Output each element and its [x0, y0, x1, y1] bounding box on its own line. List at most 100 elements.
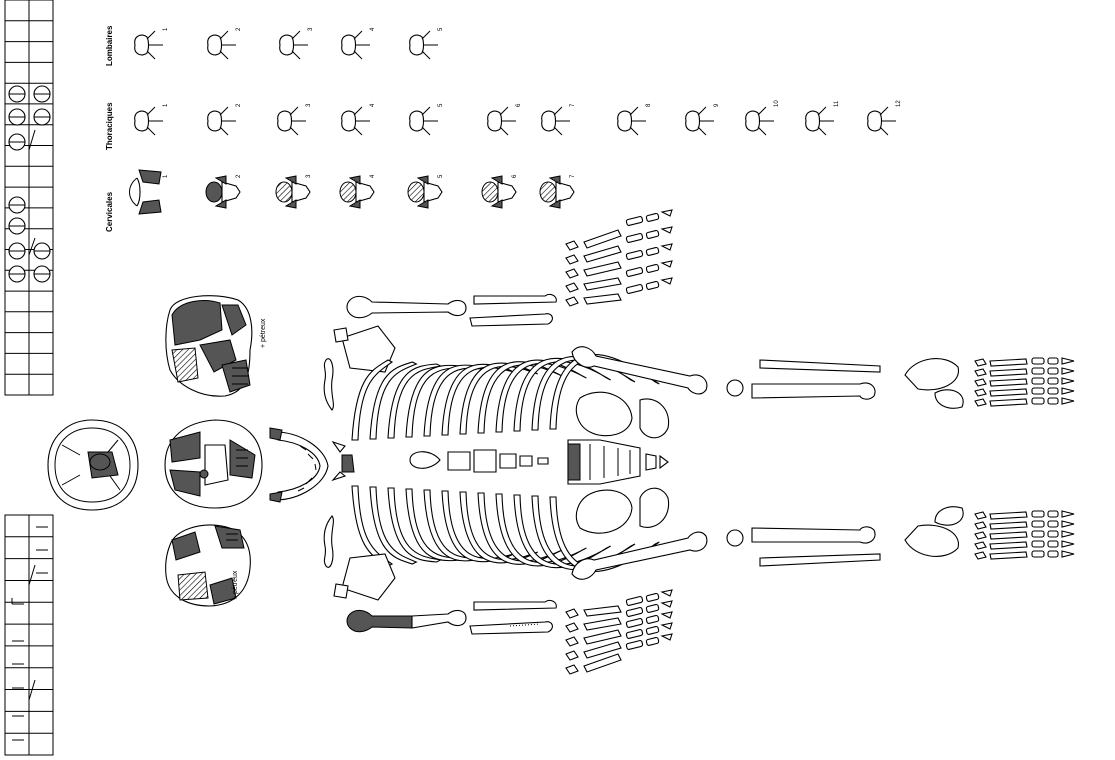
distal-phalanx [1062, 551, 1074, 557]
middle-phalanx [646, 593, 659, 602]
proximal-phalanx [1032, 521, 1044, 527]
thoracic-vertebra-9: 9 [686, 103, 720, 135]
middle-phalanx [1048, 511, 1058, 517]
distal-phalanx [662, 601, 672, 607]
lumbar-vertebra-5: 5 [410, 27, 444, 59]
svg-text:12: 12 [896, 100, 902, 107]
metacarpal [584, 246, 621, 262]
cervical-vertebra-6: 6 [482, 174, 518, 208]
svg-text:8: 8 [646, 103, 652, 107]
svg-text:10: 10 [774, 100, 780, 107]
metatarsal [990, 379, 1027, 386]
distal-phalanx [1062, 531, 1074, 537]
proximal-phalanx [1032, 378, 1044, 384]
lumbar-vertebra-2: 2 [208, 27, 242, 59]
svg-text:9: 9 [714, 103, 720, 107]
distal-phalanx [662, 623, 672, 629]
middle-phalanx [646, 604, 659, 613]
svg-text:1: 1 [163, 174, 169, 178]
carpal [566, 651, 578, 660]
distal-phalanx [662, 278, 672, 284]
distal-phalanx [1062, 521, 1074, 527]
proximal-phalanx [1032, 398, 1044, 404]
distal-phalanx [1062, 398, 1074, 404]
svg-text:2: 2 [236, 27, 242, 31]
distal-phalanx [1062, 358, 1074, 364]
thoracic-vertebra-11: 11 [806, 100, 840, 135]
svg-text:6: 6 [516, 103, 522, 107]
metatarsal [990, 512, 1027, 519]
tarsal [975, 399, 986, 406]
thoracic-vertebra-7: 7 [542, 103, 576, 135]
svg-text:7: 7 [570, 174, 576, 178]
middle-phalanx [646, 637, 659, 646]
note-petreux-upper: + pétreux [260, 318, 267, 348]
thoracic-vertebra-2: 2 [208, 103, 242, 135]
metatarsal [990, 359, 1027, 366]
recording-grid-bottom [5, 515, 53, 755]
right-foot [905, 358, 1074, 408]
svg-text:7: 7 [570, 103, 576, 107]
patellae [727, 380, 743, 546]
distal-phalanx [662, 590, 672, 596]
distal-phalanx [662, 612, 672, 618]
middle-phalanx [646, 247, 659, 256]
metacarpal [584, 630, 621, 644]
metatarsal [990, 369, 1027, 376]
proximal-phalanx [626, 629, 643, 639]
proximal-phalanx [626, 267, 643, 277]
proximal-phalanx [626, 216, 643, 226]
middle-phalanx [646, 281, 659, 290]
right-clavicle [324, 359, 333, 410]
metacarpal [584, 606, 621, 616]
svg-text:5: 5 [438, 103, 444, 107]
proximal-phalanx [626, 284, 643, 294]
proximal-phalanx [626, 596, 643, 606]
metatarsal [990, 399, 1027, 406]
right-os-coxae [576, 392, 668, 438]
hyoid [333, 442, 354, 480]
proximal-phalanx [626, 250, 643, 260]
cervical-vertebrae-row: 1234567 [130, 170, 577, 214]
thoracic-vertebra-10: 10 [746, 100, 780, 135]
metacarpal [584, 278, 621, 290]
sternum [410, 450, 548, 472]
metacarpal [584, 294, 621, 304]
proximal-phalanx [1032, 358, 1044, 364]
proximal-phalanx [626, 640, 643, 650]
recording-grid-top [5, 0, 53, 395]
proximal-phalanx [1032, 511, 1044, 517]
middle-phalanx [1048, 398, 1058, 404]
sacrum [568, 440, 668, 484]
svg-text:2: 2 [236, 174, 242, 178]
svg-text:3: 3 [306, 103, 312, 107]
carpal [566, 609, 578, 618]
talus [935, 507, 963, 525]
middle-phalanx [1048, 388, 1058, 394]
skull-lateral-upper [166, 296, 252, 397]
middle-phalanx [1048, 531, 1058, 537]
middle-phalanx [1048, 521, 1058, 527]
thoracic-vertebra-3: 3 [278, 103, 312, 135]
proximal-phalanx [626, 618, 643, 628]
middle-phalanx [646, 264, 659, 273]
thoracic-vertebra-1: 1 [135, 103, 169, 135]
carpal [566, 665, 578, 674]
cervical-vertebra-7: 7 [540, 174, 576, 208]
tarsal [975, 552, 986, 559]
middle-phalanx [1048, 551, 1058, 557]
carpal [566, 623, 578, 632]
svg-text:1: 1 [163, 103, 169, 107]
svg-text:4: 4 [370, 27, 376, 31]
left-os-coxae [576, 488, 668, 533]
tarsal [975, 369, 986, 376]
carpal [566, 283, 578, 292]
right-humerus [347, 296, 466, 317]
carpal [566, 297, 578, 306]
proximal-phalanx [626, 607, 643, 617]
svg-text:11: 11 [834, 100, 840, 107]
cervical-vertebra-5: 5 [408, 174, 444, 208]
lumbar-vertebra-4: 4 [342, 27, 376, 59]
